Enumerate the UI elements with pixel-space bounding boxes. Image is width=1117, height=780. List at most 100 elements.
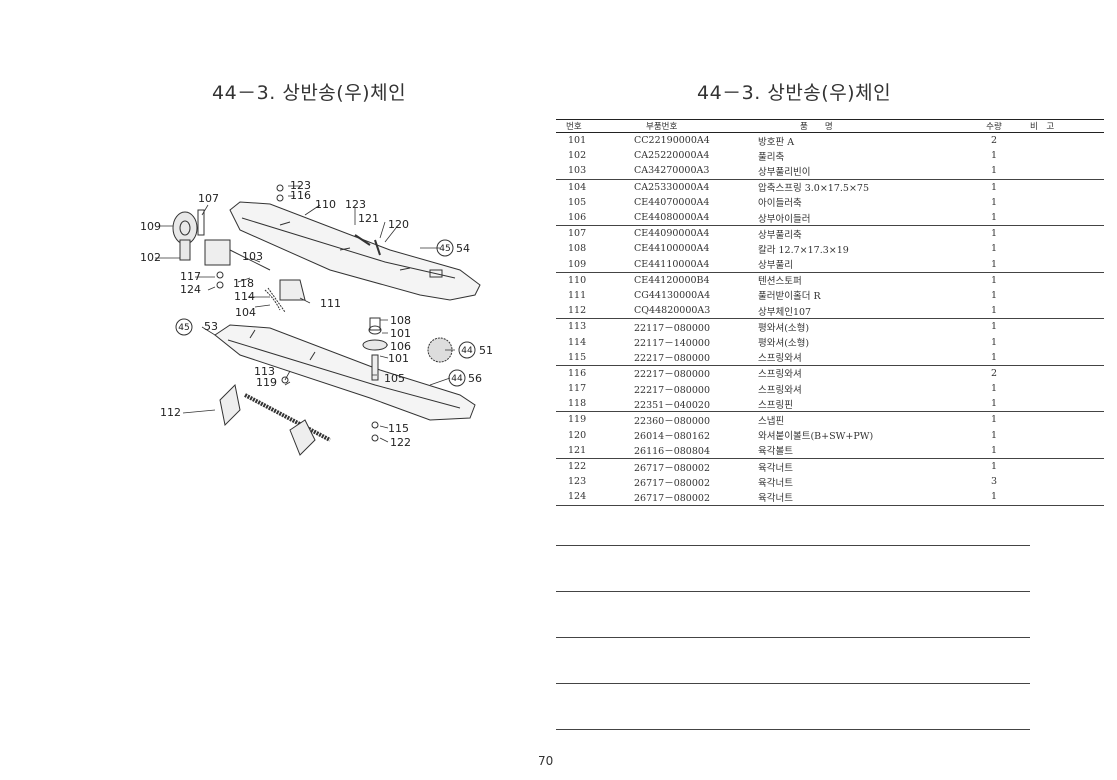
- cell-name: 육각볼트: [758, 442, 968, 459]
- cell-no: 105: [568, 196, 587, 208]
- cell-note: [1020, 334, 1104, 349]
- callout-label: 120: [388, 218, 409, 231]
- callout-label: 110: [315, 198, 336, 211]
- callout-label: 104: [235, 306, 256, 319]
- blank-line: [556, 545, 1030, 546]
- cell-part-no: CE44110000A4: [634, 256, 758, 273]
- cell-note: [1020, 209, 1104, 227]
- cell-no: 102: [568, 150, 587, 162]
- cell-note: [1020, 163, 1104, 180]
- cell-qty: 1: [968, 256, 1020, 273]
- callout-label: 123: [345, 198, 366, 211]
- cell-qty: 1: [990, 150, 998, 162]
- cell-no: 116: [568, 367, 587, 379]
- callout-label: 106: [390, 340, 411, 353]
- cell-qty: 1: [968, 349, 1020, 366]
- cell-part-no: 26014－080162: [634, 431, 710, 443]
- cell-no: 109: [556, 256, 634, 273]
- cell-name: 스프링와셔: [758, 384, 802, 396]
- callout-label: 56: [468, 372, 482, 385]
- cell-no: 108: [568, 243, 587, 255]
- cell-note: [1020, 179, 1104, 195]
- cell-qty: 1: [990, 383, 998, 395]
- cell-name: 칼라 12.7×17.3×19: [758, 244, 849, 256]
- cell-note: [1020, 148, 1104, 163]
- cell-no: 103: [556, 163, 634, 180]
- cell-no: 112: [556, 303, 634, 320]
- cell-name: 와셔붙이볼트(B+SW+PW): [758, 431, 874, 443]
- cell-part-no: CE44080000A4: [634, 209, 758, 227]
- cell-note: [1020, 396, 1104, 413]
- cell-part-no: 22217－080000: [634, 369, 710, 381]
- cell-part-no: 26717－080002: [634, 462, 710, 474]
- callout-label: 109: [140, 220, 161, 233]
- circled-ref-label: 44: [461, 346, 473, 356]
- cell-qty: 1: [990, 196, 998, 208]
- cell-note: [1020, 381, 1104, 396]
- callout-label: 123: [290, 179, 311, 192]
- cell-part-no: CC22190000A4: [634, 135, 710, 147]
- cell-part-no: CE44120000B4: [634, 274, 710, 286]
- callout-label: 119: [256, 376, 277, 389]
- cell-name: 풀러받이홀더 R: [758, 291, 821, 303]
- callout-label: 101: [388, 352, 409, 365]
- cell-no: 117: [568, 383, 587, 395]
- cell-qty: 1: [990, 321, 998, 333]
- cell-note: [1020, 226, 1104, 242]
- header-part-no: 부품번호: [634, 119, 758, 133]
- cell-note: [1020, 288, 1104, 303]
- cell-part-no: CG44130000A4: [634, 289, 711, 301]
- cell-note: [1020, 303, 1104, 320]
- callout-label: 113: [254, 365, 275, 378]
- cell-qty: 1: [990, 289, 998, 301]
- cell-name: 육각너트: [758, 477, 793, 489]
- cell-name: 상부체인107: [758, 303, 968, 320]
- cell-no: 118: [556, 396, 634, 413]
- callout-label: 115: [388, 422, 409, 435]
- left-page-title: 44－3. 상반송(우)체인: [212, 82, 407, 104]
- callout-label: 124: [180, 283, 201, 296]
- cell-qty: 1: [990, 461, 998, 473]
- cell-note: [1020, 195, 1104, 210]
- cell-part-no: CE44090000A4: [634, 228, 710, 240]
- blank-line: [556, 637, 1030, 638]
- cell-note: [1020, 349, 1104, 366]
- cell-name: 상부아이들러: [758, 209, 968, 227]
- callout-label: 54: [456, 242, 470, 255]
- cell-qty: 1: [990, 274, 998, 286]
- cell-no: 113: [568, 321, 587, 333]
- callout-label: 122: [390, 436, 411, 449]
- cell-name: 육각너트: [758, 489, 968, 506]
- callout-label: 51: [479, 344, 493, 357]
- callout-label: 121: [358, 212, 379, 225]
- cell-qty: 1: [968, 396, 1020, 413]
- cell-no: 121: [556, 442, 634, 459]
- cell-qty: 1: [968, 163, 1020, 180]
- cell-note: [1020, 365, 1104, 381]
- cell-name: 평와셔(소형): [758, 338, 810, 350]
- circled-ref-label: 45: [439, 244, 450, 254]
- callout-label: 103: [242, 250, 263, 263]
- cell-name: 상부풀리: [758, 256, 968, 273]
- cell-qty: 1: [968, 442, 1020, 459]
- cell-part-no: 22217－080000: [634, 384, 710, 396]
- cell-note: [1020, 319, 1104, 335]
- cell-qty: 1: [990, 181, 998, 193]
- cell-part-no: 26717－080002: [634, 489, 758, 506]
- header-note: 비 고: [1020, 119, 1104, 133]
